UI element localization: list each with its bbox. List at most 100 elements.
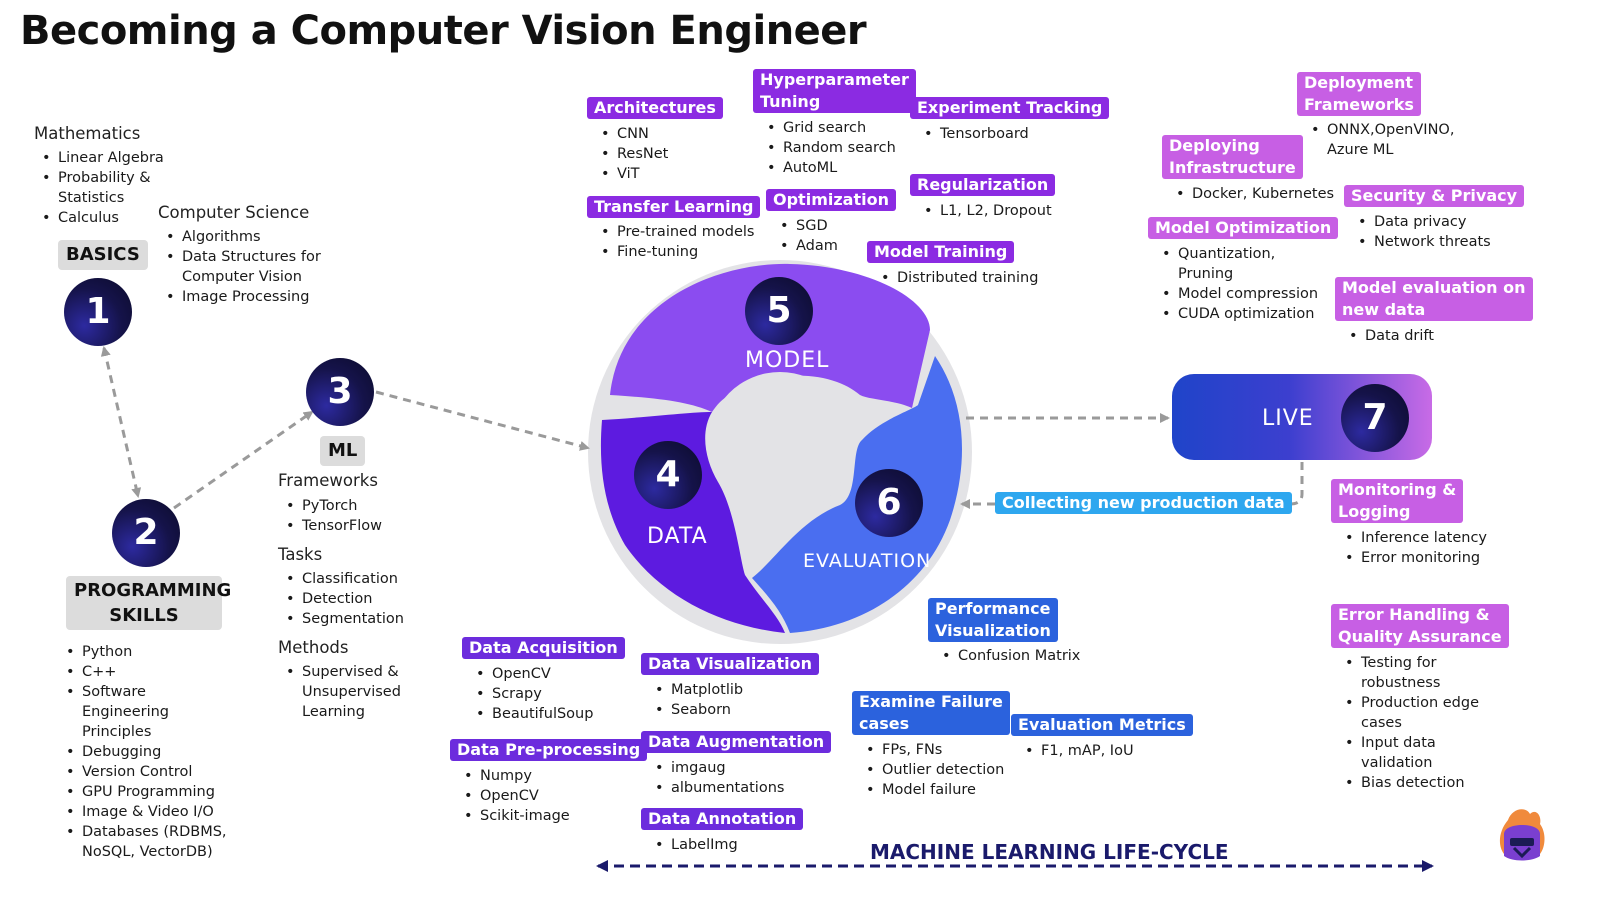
list-item: Data Structures for Computer Vision — [158, 247, 338, 287]
performance-visualization-tag: Performance Visualization — [928, 598, 1058, 642]
list-item-text: Data Structures for Computer Vision — [182, 249, 321, 285]
list-item: Docker, Kubernetes — [1168, 184, 1348, 204]
model-training-list: Distributed training — [873, 268, 1053, 288]
list-item: Calculus — [34, 208, 174, 228]
list-item: Grid search — [759, 118, 909, 138]
wheel-hub — [708, 372, 852, 516]
live-label: LIVE — [1262, 406, 1314, 431]
list-item: Data privacy — [1350, 212, 1520, 232]
step-3-badge: 3 — [306, 358, 374, 426]
list-item: TensorFlow — [278, 516, 438, 536]
examine-failure-tag: Examine Failure cases — [852, 691, 1010, 735]
list-item: ONNX,OpenVINO, Azure ML — [1303, 120, 1473, 160]
deploying-infrastructure-list: Docker, Kubernetes — [1168, 184, 1348, 204]
list-item: OpenCV — [456, 786, 606, 806]
frameworks-list: PyTorch TensorFlow — [278, 496, 438, 536]
collecting-production-data-tag: Collecting new production data — [995, 492, 1292, 514]
data-acquisition-list: OpenCV Scrapy BeautifulSoup — [468, 664, 618, 724]
list-item: Detection — [278, 589, 438, 609]
list-item: Pre-trained models — [593, 222, 763, 242]
computer-science-heading: Computer Science — [158, 203, 310, 222]
list-item: BeautifulSoup — [468, 704, 618, 724]
optimization-list: SGD Adam — [772, 216, 862, 256]
model-evaluation-new-data-list: Data drift — [1341, 326, 1491, 346]
list-item: Matplotlib — [647, 680, 797, 700]
mathematics-list: Linear Algebra Probability & Statistics … — [34, 148, 174, 228]
computer-science-list: Algorithms Data Structures for Computer … — [158, 227, 338, 307]
list-item: Linear Algebra — [34, 148, 174, 168]
list-item-text: Production edge cases — [1361, 695, 1480, 731]
programming-skills-label: PROGRAMMING SKILLS — [66, 576, 231, 630]
data-preprocessing-tag: Data Pre-processing — [450, 739, 648, 761]
methods-heading: Methods — [278, 638, 349, 657]
list-item: Error monitoring — [1337, 548, 1507, 568]
list-item: Model compression — [1154, 284, 1334, 304]
list-item: Fine-tuning — [593, 242, 763, 262]
evaluation-stage-label: EVALUATION — [803, 550, 932, 572]
connector-1-2 — [100, 346, 142, 498]
list-item: Probability & Statistics — [34, 168, 174, 208]
step-6-badge: 6 — [855, 469, 923, 537]
list-item: Testing for robustness — [1337, 653, 1507, 693]
list-item: Image & Video I/O — [58, 802, 248, 822]
list-item: ResNet — [593, 144, 733, 164]
data-annotation-list: LabelImg — [647, 835, 797, 855]
list-item: Distributed training — [873, 268, 1053, 288]
list-item: C++ — [58, 662, 248, 682]
data-visualization-list: Matplotlib Seaborn — [647, 680, 797, 720]
deployment-frameworks-tag: Deployment Frameworks — [1297, 72, 1421, 116]
step-5-badge: 5 — [745, 277, 813, 345]
list-item: PyTorch — [278, 496, 438, 516]
security-privacy-list: Data privacy Network threats — [1350, 212, 1520, 252]
list-item: imgaug — [647, 758, 797, 778]
model-evaluation-new-data-tag: Model evaluation on new data — [1335, 277, 1533, 321]
list-item: Bias detection — [1337, 773, 1507, 793]
mathematics-heading: Mathematics — [34, 124, 141, 143]
list-item-text: ONNX,OpenVINO, Azure ML — [1327, 122, 1455, 158]
list-item: Databases (RDBMS, NoSQL, VectorDB) — [58, 822, 248, 862]
list-item-text: Testing for robustness — [1361, 655, 1441, 691]
list-item: SGD — [772, 216, 862, 236]
performance-visualization-list: Confusion Matrix — [934, 646, 1094, 666]
list-item-text: Quantization, Pruning — [1178, 246, 1276, 282]
list-item: F1, mAP, IoU — [1017, 741, 1167, 761]
list-item: CUDA optimization — [1154, 304, 1334, 324]
page-title: Becoming a Computer Vision Engineer — [20, 8, 867, 54]
transfer-learning-tag: Transfer Learning — [587, 196, 761, 218]
list-item: Network threats — [1350, 232, 1520, 252]
list-item: Outlier detection — [858, 760, 1008, 780]
examine-failure-list: FPs, FNs Outlier detection Model failure — [858, 740, 1008, 800]
hyperparameter-list: Grid search Random search AutoML — [759, 118, 909, 178]
list-item: OpenCV — [468, 664, 618, 684]
model-optimization-tag: Model Optimization — [1148, 217, 1339, 239]
tasks-heading: Tasks — [278, 545, 323, 564]
list-item: Python — [58, 642, 248, 662]
list-item-text: Input data validation — [1361, 735, 1436, 771]
step-7-badge: 7 — [1341, 384, 1409, 452]
security-privacy-tag: Security & Privacy — [1344, 185, 1525, 207]
architectures-tag: Architectures — [587, 97, 723, 119]
list-item: Software Engineering Principles — [58, 682, 248, 742]
optimization-tag: Optimization — [766, 189, 896, 211]
list-item: Seaborn — [647, 700, 797, 720]
list-item-text: Supervised & Unsupervised Learning — [302, 664, 401, 720]
data-annotation-tag: Data Annotation — [641, 808, 804, 830]
connector-3-cycle — [375, 390, 590, 451]
list-item: Confusion Matrix — [934, 646, 1094, 666]
list-item-text: Software Engineering Principles — [82, 684, 169, 740]
list-item: ViT — [593, 164, 733, 184]
list-item: GPU Programming — [58, 782, 248, 802]
error-handling-list: Testing for robustness Production edge c… — [1337, 653, 1507, 793]
step-2-badge: 2 — [112, 499, 180, 567]
data-augmentation-list: imgaug albumentations — [647, 758, 797, 798]
list-item: Scikit-image — [456, 806, 606, 826]
methods-list: Supervised & Unsupervised Learning — [278, 662, 438, 722]
list-item: L1, L2, Dropout — [916, 201, 1076, 221]
list-item: Segmentation — [278, 609, 438, 629]
step-1-badge: 1 — [64, 278, 132, 346]
experiment-tracking-list: Tensorboard — [916, 124, 1076, 144]
model-optimization-list: Quantization, Pruning Model compression … — [1154, 244, 1334, 324]
monitoring-logging-tag: Monitoring & Logging — [1331, 479, 1464, 523]
connector-2-3 — [173, 410, 314, 510]
frameworks-heading: Frameworks — [278, 471, 378, 490]
